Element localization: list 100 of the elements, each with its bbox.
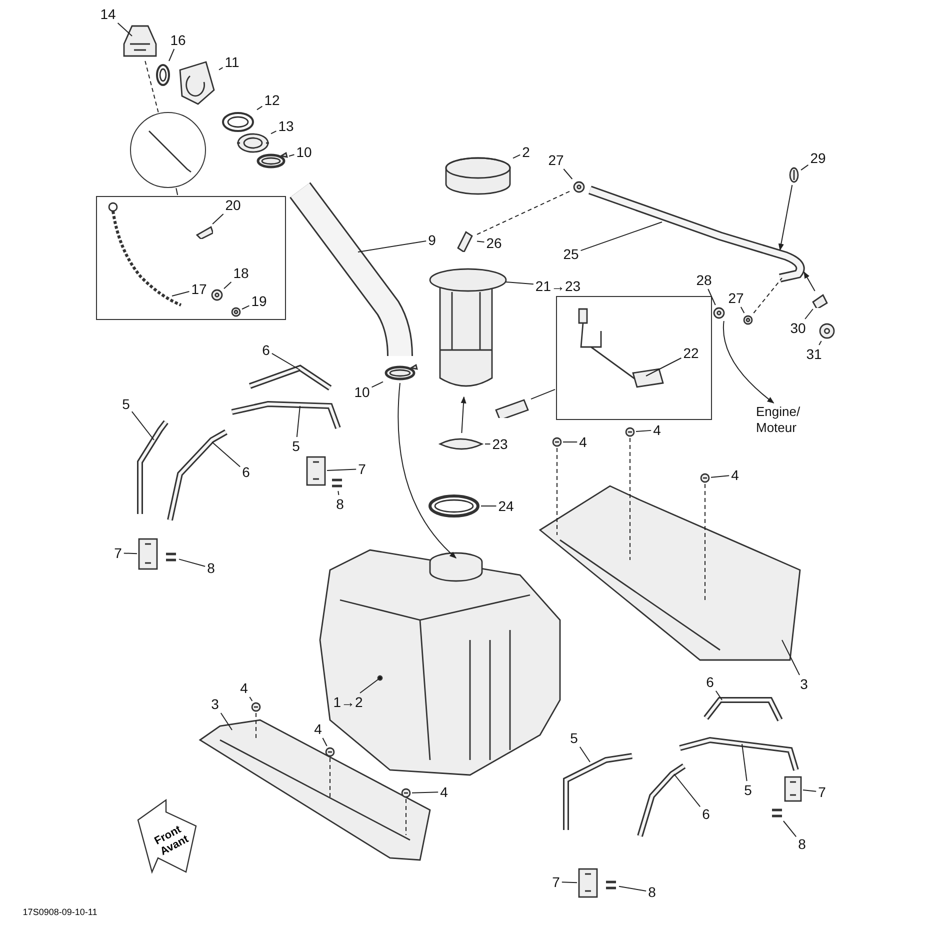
arrow bbox=[778, 184, 793, 251]
leader-line bbox=[674, 774, 701, 808]
callout-number: 21→23 bbox=[534, 278, 582, 294]
bracket-drawing bbox=[306, 456, 326, 486]
callout-number: 10 bbox=[353, 384, 371, 400]
magnifier-circle bbox=[130, 112, 206, 188]
leader-line bbox=[296, 406, 300, 438]
screws-drawing bbox=[330, 476, 344, 490]
leader-line bbox=[256, 106, 263, 110]
callout-number: 12 bbox=[263, 92, 281, 108]
callout-number: 4 bbox=[313, 721, 323, 737]
callout-number: 8 bbox=[647, 884, 657, 900]
gasket-drawing bbox=[220, 110, 256, 134]
callout-number: 27 bbox=[547, 152, 565, 168]
fastener-drawing bbox=[401, 788, 411, 798]
vent-wire-drawing bbox=[147, 129, 193, 175]
leader-line bbox=[242, 305, 250, 310]
fastener-drawing bbox=[625, 427, 635, 437]
callout-number: 11 bbox=[224, 54, 240, 70]
leader-line bbox=[579, 746, 590, 762]
callout-number: 20 bbox=[224, 197, 242, 213]
leader-line bbox=[178, 558, 206, 567]
arrow bbox=[460, 396, 466, 434]
leader-line bbox=[176, 188, 178, 196]
leader-line bbox=[708, 288, 716, 306]
leader-line bbox=[782, 820, 797, 838]
leader-line bbox=[288, 154, 295, 157]
drawing-number: 17S0908-09-10-11 bbox=[22, 907, 98, 917]
leader-line bbox=[371, 381, 384, 388]
fastener-drawing bbox=[251, 702, 261, 712]
screw-drawing bbox=[231, 307, 241, 317]
callout-number: 17 bbox=[190, 281, 208, 297]
callout-number: 4 bbox=[439, 784, 449, 800]
assembly-line bbox=[144, 60, 159, 113]
callout-number: 7 bbox=[551, 874, 561, 890]
screws-drawing bbox=[164, 550, 178, 564]
callout-number: 6 bbox=[261, 342, 271, 358]
callout-number: 8 bbox=[335, 496, 345, 512]
arrow bbox=[398, 382, 456, 558]
destination-label: Engine/ Moteur bbox=[755, 404, 813, 436]
callout-number: 1→2 bbox=[332, 694, 364, 710]
leader-line bbox=[804, 308, 814, 320]
leader-line bbox=[131, 411, 154, 440]
leader-line bbox=[818, 340, 822, 346]
callout-number: 4 bbox=[578, 434, 588, 450]
ring-drawing bbox=[236, 132, 270, 154]
leader-line bbox=[218, 67, 224, 70]
callout-number: 29 bbox=[809, 150, 827, 166]
inset-frame bbox=[556, 296, 712, 420]
leader-line bbox=[172, 291, 190, 296]
callout-number: 6 bbox=[241, 464, 251, 480]
bracket-drawing bbox=[578, 868, 598, 898]
leader-line bbox=[249, 696, 253, 702]
hose-clamp-drawing bbox=[384, 364, 418, 382]
callout-number: 3 bbox=[210, 696, 220, 712]
bracket-drawing bbox=[138, 538, 158, 570]
leader-line bbox=[800, 164, 809, 171]
callout-number: 4 bbox=[730, 467, 740, 483]
leader-line bbox=[412, 792, 439, 794]
float-drawing bbox=[492, 396, 530, 418]
callout-number: 30 bbox=[789, 320, 807, 336]
callout-number: 5 bbox=[121, 396, 131, 412]
leader-line bbox=[224, 281, 232, 290]
washer-drawing bbox=[211, 289, 223, 301]
leader-line bbox=[742, 744, 748, 782]
leader-line bbox=[506, 282, 534, 285]
clamp-drawing bbox=[572, 180, 586, 194]
leader-line bbox=[360, 678, 380, 694]
assembly-line bbox=[556, 448, 558, 536]
callout-number: 4 bbox=[652, 422, 662, 438]
grommet-drawing bbox=[818, 322, 836, 340]
leader-line bbox=[123, 552, 138, 554]
bracket-drawing bbox=[784, 776, 802, 802]
screws-drawing bbox=[604, 878, 618, 892]
callout-number: 28 bbox=[695, 272, 713, 288]
leader-line bbox=[212, 442, 241, 468]
fastener-drawing bbox=[700, 473, 710, 483]
assembly-line bbox=[704, 484, 706, 600]
leader-line bbox=[220, 712, 232, 730]
callout-number: 24 bbox=[497, 498, 515, 514]
callout-number: 16 bbox=[169, 32, 187, 48]
leader-line bbox=[512, 154, 521, 159]
leader-line bbox=[561, 882, 578, 884]
screws-drawing bbox=[770, 806, 784, 820]
clip-drawing bbox=[810, 292, 830, 308]
leader-line bbox=[212, 214, 224, 224]
callout-number: 25 bbox=[562, 246, 580, 262]
callout-number: 10 bbox=[295, 144, 313, 160]
callout-number: 27 bbox=[727, 290, 745, 306]
leader-line bbox=[715, 690, 722, 700]
assembly-line bbox=[476, 190, 572, 235]
callout-number: 6 bbox=[701, 806, 711, 822]
callout-number: 7 bbox=[817, 784, 827, 800]
assembly-line bbox=[753, 278, 782, 314]
callout-number: 22 bbox=[682, 345, 700, 361]
callout-number: 4 bbox=[239, 680, 249, 696]
callout-number: 14 bbox=[99, 6, 117, 22]
gasket-drawing bbox=[154, 62, 172, 88]
leader-line bbox=[358, 240, 427, 252]
seal-ring-drawing bbox=[428, 494, 480, 518]
